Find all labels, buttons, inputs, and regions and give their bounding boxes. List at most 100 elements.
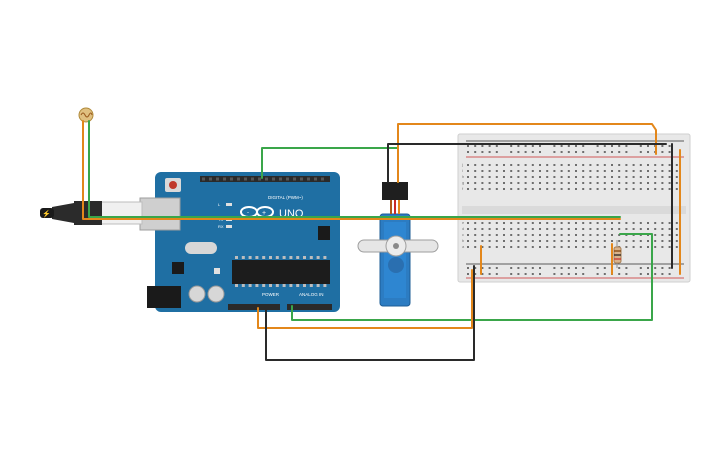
rail-hole[interactable]: [661, 151, 664, 153]
breadboard-hole[interactable]: [488, 246, 491, 248]
breadboard-hole[interactable]: [611, 234, 613, 236]
photoresistor-icon[interactable]: [78, 107, 94, 123]
breadboard-hole[interactable]: [495, 240, 498, 242]
breadboard-hole[interactable]: [589, 246, 592, 248]
breadboard-hole[interactable]: [675, 228, 678, 230]
breadboard-hole[interactable]: [567, 222, 570, 224]
breadboard-hole[interactable]: [517, 182, 520, 184]
rail-hole[interactable]: [596, 151, 599, 153]
breadboard-hole[interactable]: [603, 240, 606, 242]
rail-hole[interactable]: [596, 145, 599, 147]
breadboard-hole[interactable]: [560, 240, 563, 242]
breadboard-hole[interactable]: [481, 176, 484, 178]
breadboard-hole[interactable]: [567, 188, 570, 190]
rail-hole[interactable]: [474, 145, 477, 147]
header-hole[interactable]: [237, 177, 240, 181]
rail-hole[interactable]: [467, 151, 469, 153]
breadboard-hole[interactable]: [488, 176, 491, 178]
rail-hole[interactable]: [654, 267, 657, 269]
breadboard-hole[interactable]: [495, 246, 498, 248]
breadboard-hole[interactable]: [495, 222, 498, 224]
breadboard-hole[interactable]: [488, 164, 491, 166]
rail-hole[interactable]: [611, 145, 613, 147]
breadboard-hole[interactable]: [625, 188, 628, 190]
breadboard-hole[interactable]: [553, 182, 556, 184]
breadboard-hole[interactable]: [661, 164, 664, 166]
rail-hole[interactable]: [582, 151, 585, 153]
breadboard-hole[interactable]: [611, 176, 613, 178]
breadboard-hole[interactable]: [539, 176, 541, 178]
breadboard-hole[interactable]: [575, 188, 577, 190]
breadboard-hole[interactable]: [495, 176, 498, 178]
breadboard-hole[interactable]: [503, 170, 505, 172]
breadboard-hole[interactable]: [546, 240, 549, 242]
breadboard-hole[interactable]: [675, 176, 678, 178]
breadboard-hole[interactable]: [625, 240, 628, 242]
breadboard-hole[interactable]: [654, 222, 657, 224]
breadboard-hole[interactable]: [654, 170, 657, 172]
rail-hole[interactable]: [481, 145, 484, 147]
breadboard-hole[interactable]: [467, 240, 469, 242]
breadboard-hole[interactable]: [467, 188, 469, 190]
breadboard-hole[interactable]: [546, 164, 549, 166]
breadboard-hole[interactable]: [632, 188, 635, 190]
breadboard-hole[interactable]: [625, 176, 628, 178]
breadboard-hole[interactable]: [503, 246, 505, 248]
rail-hole[interactable]: [603, 267, 606, 269]
rail-hole[interactable]: [560, 151, 563, 153]
breadboard-hole[interactable]: [647, 188, 649, 190]
breadboard-hole[interactable]: [668, 182, 671, 184]
breadboard-hole[interactable]: [546, 228, 549, 230]
rail-hole[interactable]: [510, 145, 513, 147]
breadboard-hole[interactable]: [567, 182, 570, 184]
rail-hole[interactable]: [625, 267, 628, 269]
breadboard-hole[interactable]: [524, 246, 527, 248]
breadboard-hole[interactable]: [668, 164, 671, 166]
rail-hole[interactable]: [481, 267, 484, 269]
breadboard-hole[interactable]: [618, 222, 621, 224]
breadboard-hole[interactable]: [596, 170, 599, 172]
breadboard-hole[interactable]: [647, 176, 649, 178]
rail-hole[interactable]: [467, 273, 469, 275]
breadboard-hole[interactable]: [625, 170, 628, 172]
breadboard-hole[interactable]: [488, 170, 491, 172]
breadboard-hole[interactable]: [596, 240, 599, 242]
rail-hole[interactable]: [596, 273, 599, 275]
breadboard-hole[interactable]: [661, 188, 664, 190]
rail-hole[interactable]: [531, 267, 534, 269]
breadboard-hole[interactable]: [618, 170, 621, 172]
rail-hole[interactable]: [524, 273, 527, 275]
breadboard-hole[interactable]: [647, 164, 649, 166]
breadboard-hole[interactable]: [481, 240, 484, 242]
breadboard-hole[interactable]: [567, 246, 570, 248]
breadboard-hole[interactable]: [546, 170, 549, 172]
breadboard-hole[interactable]: [517, 228, 520, 230]
breadboard-hole[interactable]: [474, 188, 477, 190]
rail-hole[interactable]: [510, 273, 513, 275]
breadboard-hole[interactable]: [531, 170, 534, 172]
rail-hole[interactable]: [474, 151, 477, 153]
breadboard-hole[interactable]: [531, 176, 534, 178]
breadboard-hole[interactable]: [539, 240, 541, 242]
breadboard-hole[interactable]: [539, 164, 541, 166]
breadboard-hole[interactable]: [603, 176, 606, 178]
rail-hole[interactable]: [582, 145, 585, 147]
breadboard-hole[interactable]: [539, 222, 541, 224]
breadboard-hole[interactable]: [661, 222, 664, 224]
rail-hole[interactable]: [539, 145, 541, 147]
breadboard-hole[interactable]: [639, 164, 642, 166]
rail-hole[interactable]: [517, 273, 520, 275]
breadboard-hole[interactable]: [668, 188, 671, 190]
breadboard-hole[interactable]: [647, 246, 649, 248]
breadboard-hole[interactable]: [560, 164, 563, 166]
rail-hole[interactable]: [611, 151, 613, 153]
breadboard-hole[interactable]: [675, 234, 678, 236]
header-hole[interactable]: [272, 177, 275, 181]
breadboard-hole[interactable]: [524, 228, 527, 230]
breadboard-hole[interactable]: [510, 222, 513, 224]
breadboard-hole[interactable]: [488, 182, 491, 184]
rail-hole[interactable]: [575, 151, 577, 153]
breadboard-hole[interactable]: [668, 246, 671, 248]
breadboard-hole[interactable]: [510, 164, 513, 166]
rail-hole[interactable]: [560, 273, 563, 275]
